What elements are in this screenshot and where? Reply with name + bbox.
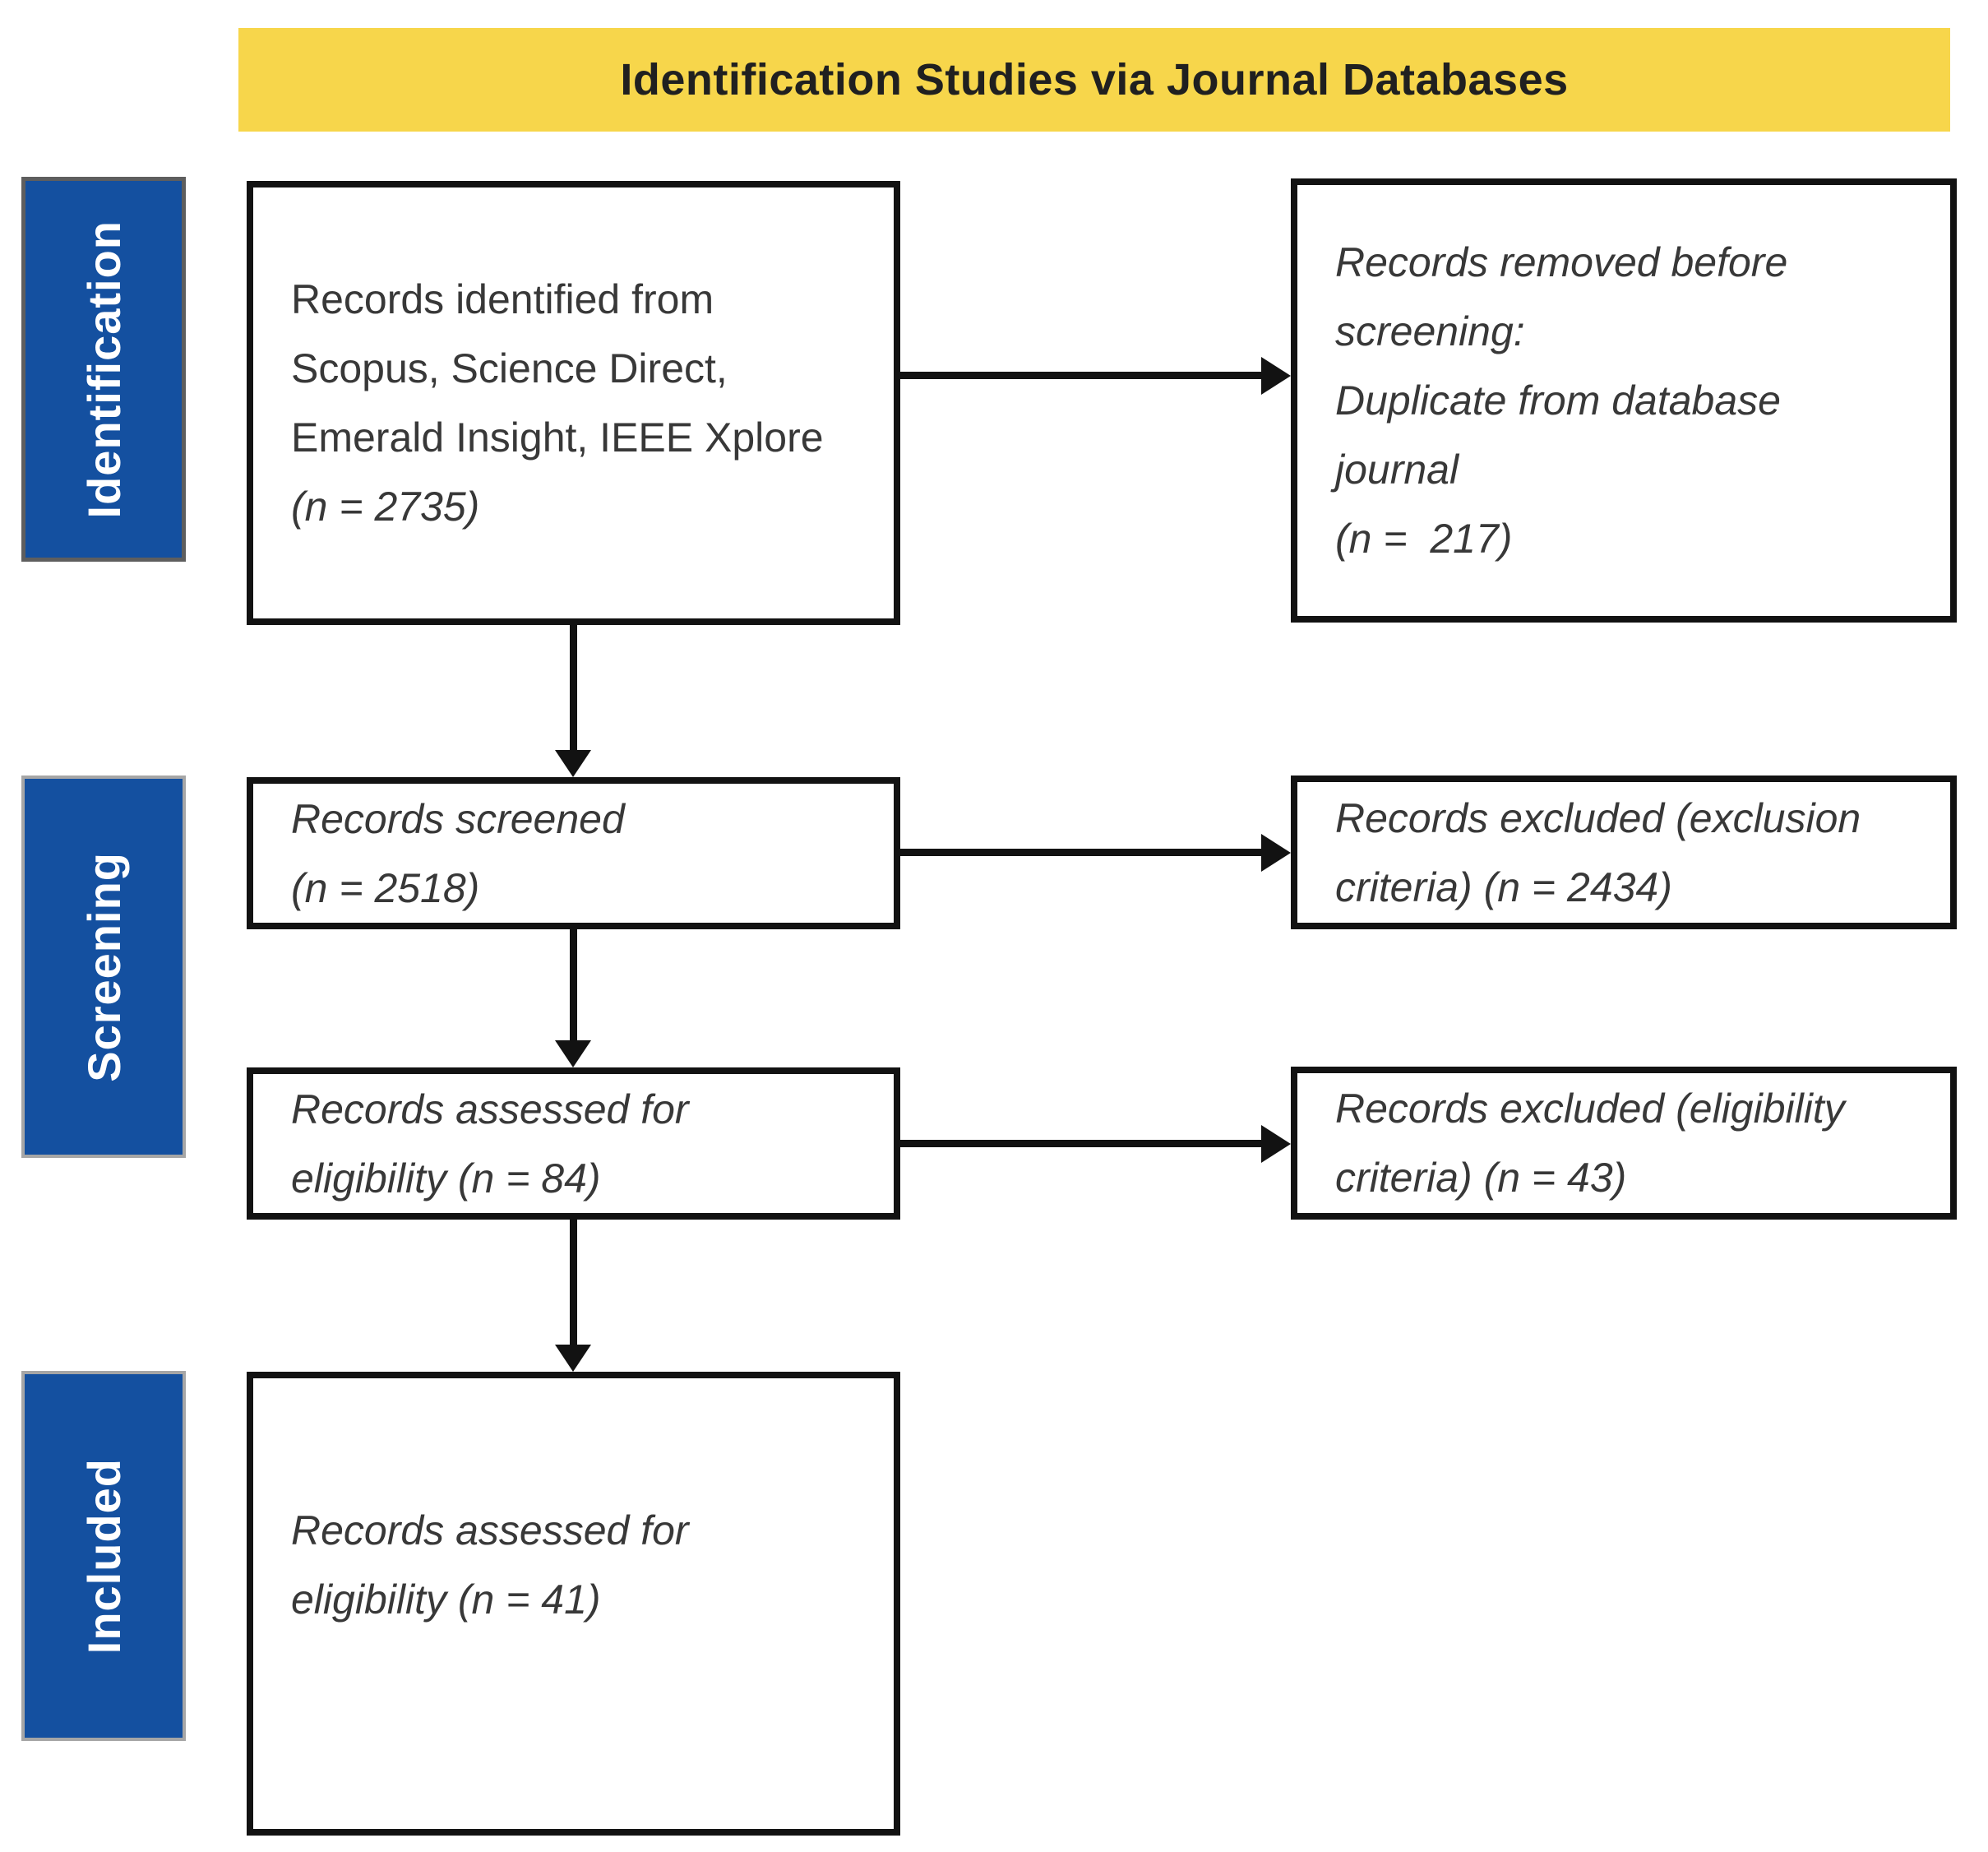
- box-text-line: eligibility (n = 84): [291, 1155, 601, 1201]
- stage-label-text: Identification: [77, 220, 130, 519]
- stage-label-text: Screening: [77, 851, 130, 1082]
- arrow-shaft: [570, 929, 577, 1041]
- box-text-line: Records screened: [291, 795, 625, 842]
- arrow-head-icon: [1261, 834, 1291, 872]
- banner: Identification Studies via Journal Datab…: [238, 28, 1950, 132]
- box-records-screened: Records screened (n = 2518): [247, 777, 900, 929]
- box-text-line: criteria) (n = 2434): [1335, 863, 1672, 910]
- arrow-head-icon: [555, 1345, 591, 1372]
- box-text-line: Records excluded (eligibility: [1335, 1086, 1845, 1132]
- box-text-line: Records assessed for: [291, 1507, 689, 1553]
- box-records-excluded-exclusion: Records excluded (exclusion criteria) (n…: [1291, 776, 1957, 929]
- box-text-line: Records assessed for: [291, 1086, 689, 1132]
- box-records-included: Records assessed for eligibility (n = 41…: [247, 1372, 900, 1836]
- box-records-removed: Records removed before screening: Duplic…: [1291, 178, 1957, 623]
- banner-title: Identification Studies via Journal Datab…: [620, 55, 1569, 104]
- arrow-head-icon: [555, 1040, 591, 1067]
- box-text-line: Records excluded (exclusion: [1335, 794, 1861, 841]
- arrow-head-icon: [1261, 1125, 1291, 1163]
- arrow-head-icon: [555, 750, 591, 777]
- box-records-assessed: Records assessed for eligibility (n = 84…: [247, 1067, 900, 1220]
- stage-label-identification: Identification: [21, 177, 186, 562]
- box-count-line: (n = 2735): [291, 484, 480, 530]
- stage-label-screening: Screening: [21, 776, 186, 1158]
- arrow-shaft: [900, 849, 1262, 856]
- box-text-line: Scopus, Science Direct,: [291, 345, 728, 391]
- stage-label-included: Included: [21, 1371, 186, 1741]
- box-text-line: Records identified from: [291, 276, 714, 322]
- arrow-shaft: [900, 372, 1262, 379]
- arrow-shaft: [570, 1220, 577, 1345]
- box-text-line: screening:: [1335, 308, 1525, 354]
- box-text-line: Duplicate from database: [1335, 377, 1781, 424]
- box-text-line: journal: [1335, 447, 1459, 493]
- box-text-line: Records removed before: [1335, 239, 1788, 285]
- box-text-line: Emerald Insight, IEEE Xplore: [291, 414, 824, 461]
- box-records-identified: Records identified from Scopus, Science …: [247, 181, 900, 625]
- box-records-excluded-eligibility: Records excluded (eligibility criteria) …: [1291, 1067, 1957, 1220]
- box-count-line: (n = 2518): [291, 864, 480, 911]
- box-count-line: (n = 217): [1335, 516, 1513, 562]
- box-text-line: criteria) (n = 43): [1335, 1155, 1627, 1201]
- arrow-head-icon: [1261, 357, 1291, 395]
- arrow-shaft: [900, 1140, 1262, 1147]
- arrow-shaft: [570, 625, 577, 751]
- box-text-line: eligibility (n = 41): [291, 1576, 601, 1623]
- stage-label-text: Included: [77, 1457, 130, 1655]
